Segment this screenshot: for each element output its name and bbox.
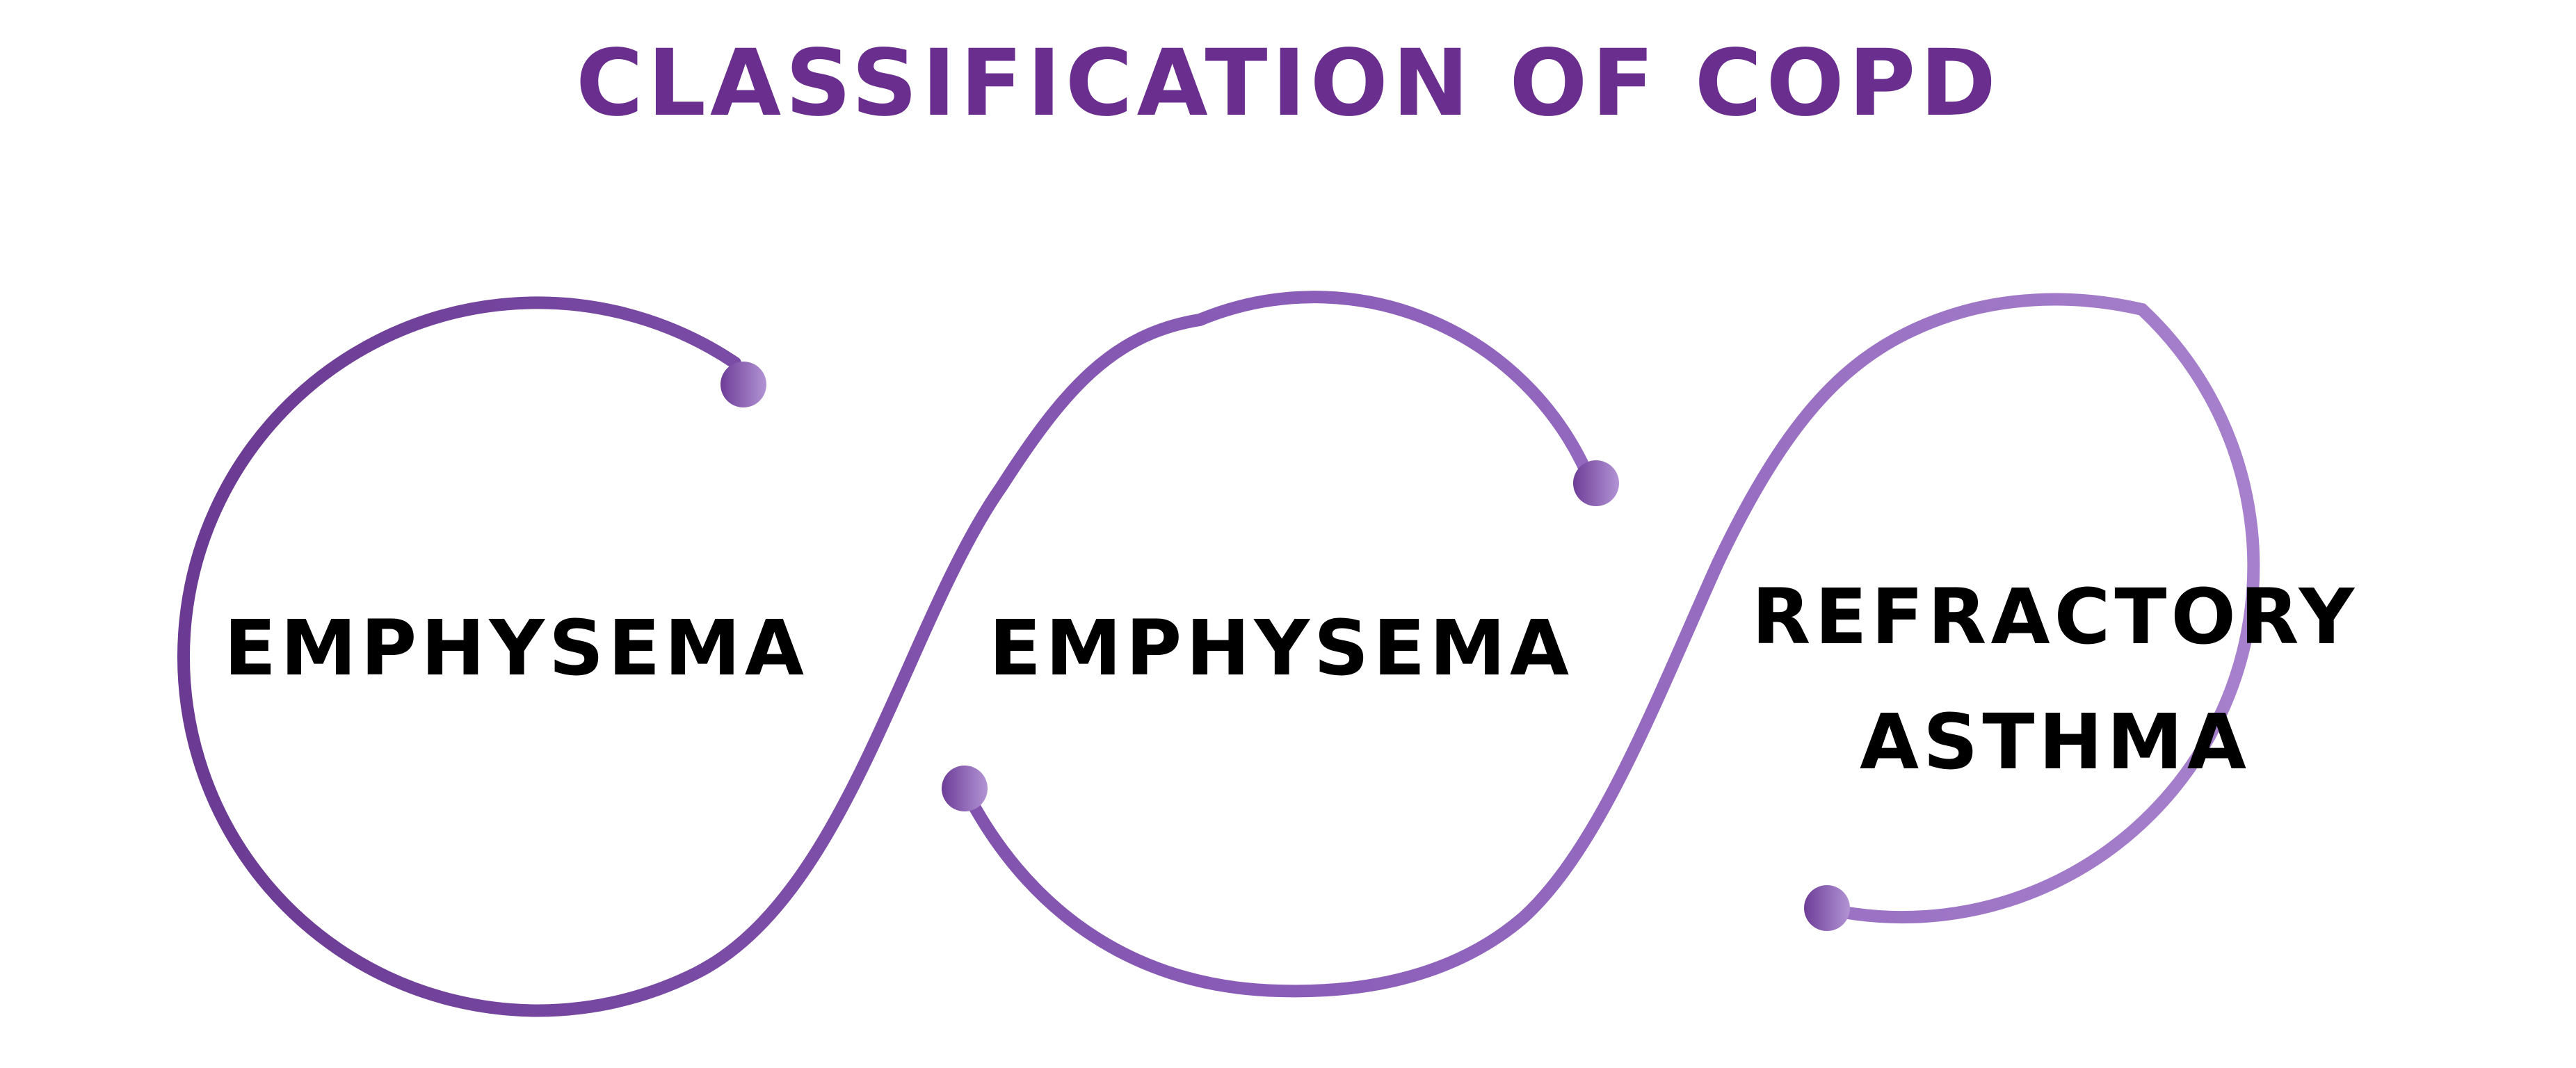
label-item-3-line2: ASTHMA [1860,697,2251,786]
endpoint-dot-3 [942,766,988,811]
diagram-title: CLASSIFICATION OF COPD [576,30,2000,137]
label-item-1: EMPHYSEMA [224,604,808,693]
endpoint-dot-4 [1804,885,1850,931]
middle-bottom-arc [957,293,2260,998]
main-connector-curve [177,291,1599,1017]
label-item-2: EMPHYSEMA [989,604,1573,693]
endpoint-dot-2 [1573,460,1619,506]
label-item-3-line1: REFRACTORY [1752,572,2358,661]
endpoint-dot-1 [721,362,766,407]
